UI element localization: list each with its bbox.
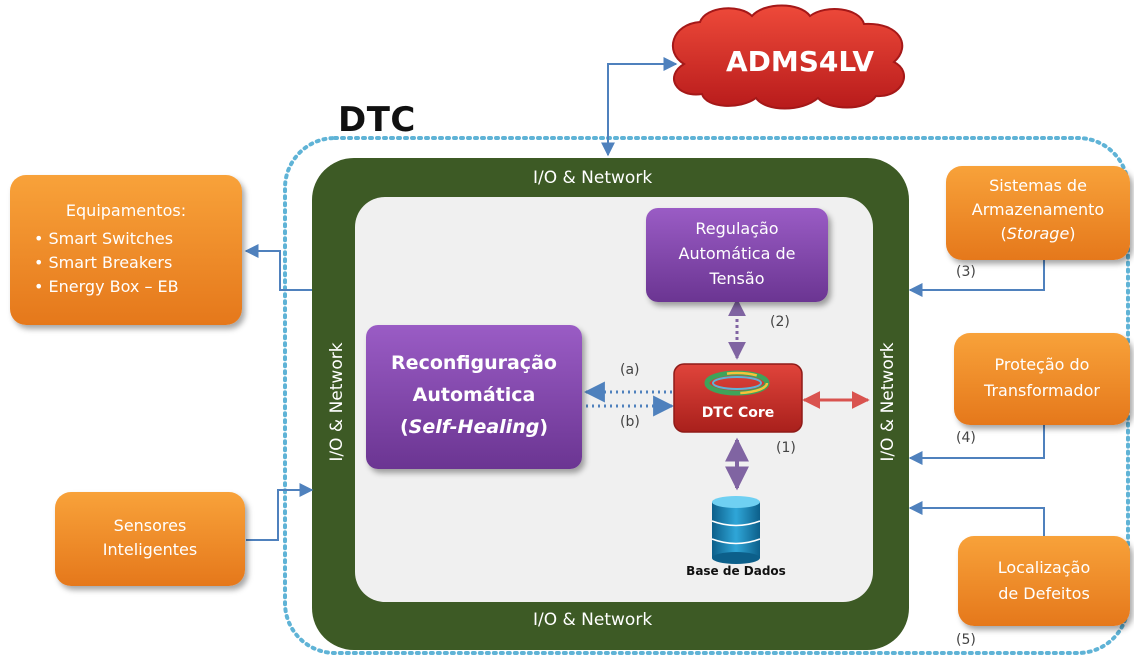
database-icon xyxy=(711,496,761,564)
database-label: Base de Dados xyxy=(686,564,786,578)
io-network-bottom-label: I/O & Network xyxy=(533,610,653,630)
paren-open: ( xyxy=(399,416,409,438)
connector-sensores xyxy=(246,483,314,541)
localizacao-box: Localização de Defeitos xyxy=(958,536,1130,626)
adms4lv-label: ADMS4LV xyxy=(725,45,875,78)
protecao-line1: Proteção do xyxy=(994,355,1090,374)
regulacao-box: Regulação Automática de Tensão xyxy=(646,208,828,302)
ref-3: (3) xyxy=(956,264,976,280)
reconfiguracao-line3: (Self-Healing) xyxy=(366,411,582,443)
ref-4: (4) xyxy=(956,430,976,446)
storage-line2: Armazenamento xyxy=(971,200,1105,219)
ref-2: (2) xyxy=(770,314,790,330)
io-network-left-label: I/O & Network xyxy=(327,342,347,462)
equipamentos-title: Equipamentos: xyxy=(65,201,187,220)
regulacao-line3: Tensão xyxy=(709,269,765,288)
self-healing-text: Self-Healing xyxy=(408,416,540,438)
ref-1: (1) xyxy=(776,440,796,456)
dtc-title: DTC xyxy=(338,100,416,140)
paren-open: ( xyxy=(1000,224,1007,243)
paren-close: ) xyxy=(1069,224,1076,243)
connector-storage xyxy=(908,258,1045,297)
storage-italic: Storage xyxy=(1006,224,1070,243)
io-network-right-label: I/O & Network xyxy=(878,342,898,462)
reconfiguracao-line2: Automática xyxy=(412,384,536,406)
connector-equipamentos xyxy=(244,244,312,291)
storage-line1: Sistemas de xyxy=(989,176,1087,195)
equipamentos-item: • Energy Box – EB xyxy=(34,277,179,296)
io-network-top-label: I/O & Network xyxy=(533,168,653,188)
localizacao-line2: de Defeitos xyxy=(998,584,1090,603)
ref-b: (b) xyxy=(620,414,640,430)
equipamentos-item: • Smart Breakers xyxy=(34,253,173,272)
equipamentos-box: Equipamentos: • Smart Switches • Smart B… xyxy=(10,175,242,325)
dtc-core-label: DTC Core xyxy=(701,405,775,421)
reconfiguracao-box: Reconfiguração Automática (Self-Healing) xyxy=(366,325,582,469)
ref-a: (a) xyxy=(620,362,640,378)
sensores-box: Sensores Inteligentes xyxy=(55,492,245,586)
connectors xyxy=(244,57,1045,541)
localizacao-line1: Localização xyxy=(997,558,1091,577)
connector-admslv xyxy=(601,57,678,157)
ref-5: (5) xyxy=(956,632,976,648)
sensores-line2: Inteligentes xyxy=(102,540,198,559)
storage-box: Sistemas de Armazenamento (Storage) xyxy=(946,166,1130,260)
reconfiguracao-line1: Reconfiguração xyxy=(391,352,557,374)
regulacao-line2: Automática de xyxy=(678,244,796,263)
connector-protecao xyxy=(908,425,1045,465)
protecao-box: Proteção do Transformador xyxy=(954,333,1130,425)
paren-close: ) xyxy=(539,416,549,438)
adms4lv-cloud xyxy=(672,4,905,110)
connector-localizacao xyxy=(908,501,1045,538)
dtc-core-box xyxy=(673,363,803,433)
regulacao-line1: Regulação xyxy=(695,219,779,238)
storage-line3: (Storage) xyxy=(946,222,1130,246)
protecao-line2: Transformador xyxy=(984,381,1100,400)
equipamentos-item: • Smart Switches xyxy=(34,229,174,248)
sensores-line1: Sensores xyxy=(113,516,187,535)
